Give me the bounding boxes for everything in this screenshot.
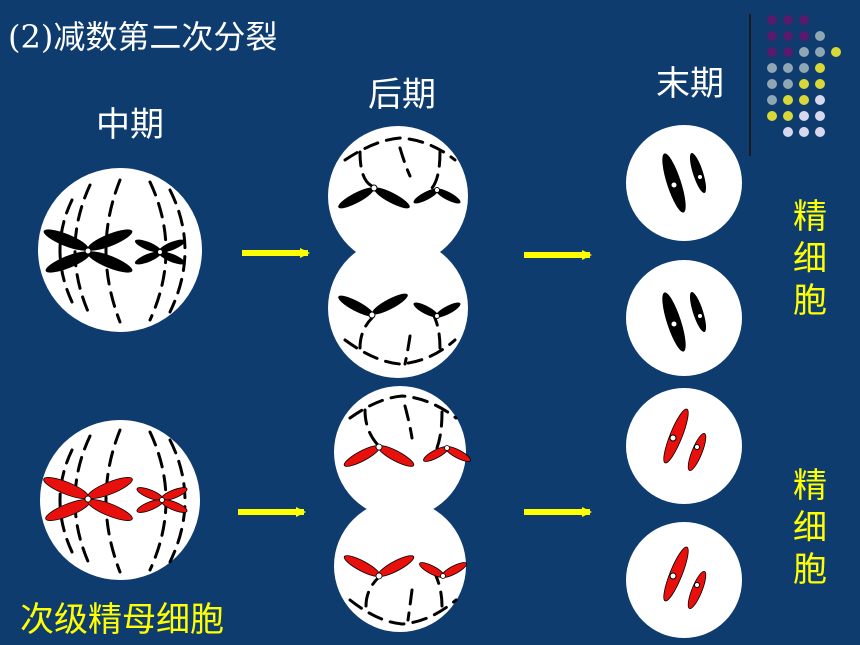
chromosome-pair-right bbox=[134, 239, 186, 265]
metaphase-cell-bottom bbox=[40, 420, 200, 580]
metaphase-cell-top bbox=[38, 168, 202, 332]
slide-title: (2)减数第二次分裂 bbox=[8, 18, 278, 56]
chromosome-pair-left bbox=[43, 229, 133, 273]
anaphase-cells-bottom bbox=[334, 386, 471, 632]
sperm-cell-label-bottom: 精细胞 bbox=[793, 466, 827, 590]
metaphase-label: 中期 bbox=[96, 105, 164, 145]
sperm-cell-label-top: 精细胞 bbox=[793, 197, 827, 321]
anaphase-cells-top bbox=[328, 126, 468, 378]
telophase-cell-3 bbox=[626, 388, 742, 504]
telophase-cell-2 bbox=[626, 260, 742, 376]
secondary-spermatocyte-label: 次级精母细胞 bbox=[20, 600, 224, 640]
telophase-cell-1 bbox=[626, 125, 742, 241]
decorative-dot-grid bbox=[767, 15, 841, 137]
telophase-label: 末期 bbox=[656, 64, 724, 104]
telophase-cell-4 bbox=[626, 522, 742, 638]
anaphase-label: 后期 bbox=[368, 75, 436, 115]
